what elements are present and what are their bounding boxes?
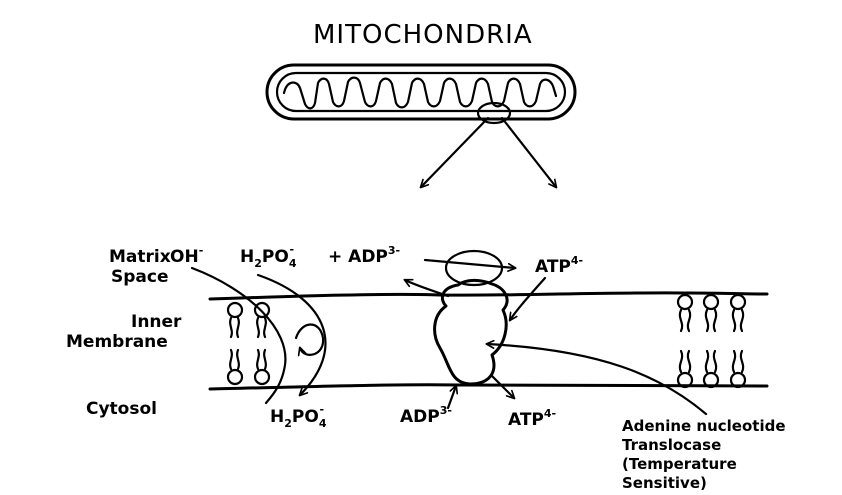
matrix-adp-label: + ADP3- <box>328 244 400 267</box>
lipid-bilayer-right <box>678 295 745 387</box>
inner-membrane-label-line2: Membrane <box>66 332 168 352</box>
atp-import-arrow <box>510 278 545 320</box>
region-labels: Matrix Space Inner Membrane Cytosol <box>66 247 182 419</box>
cytosol-phosphate-label: H2PO4- <box>270 403 327 430</box>
zoom-arrow-right <box>502 118 556 187</box>
diagram-title: MITOCHONDRIA <box>313 20 533 50</box>
matrix-species: OH- H2PO4- + ADP3- ATP4- <box>170 243 583 277</box>
translocase-pointer <box>487 344 706 414</box>
matrix-phosphate-label: H2PO4- <box>240 243 297 270</box>
cytosol-species: H2PO4- ADP3- ATP4- <box>270 403 556 430</box>
matrix-space-label-line2: Space <box>111 267 169 287</box>
translocase-label-line2: Translocase <box>622 436 721 454</box>
matrix-space-label-line1: Matrix <box>109 247 171 267</box>
translocase-annotation: Adenine nucleotide Translocase (Temperat… <box>622 417 786 492</box>
lipid-bilayer-left <box>228 303 269 384</box>
translocase-label-line1: Adenine nucleotide <box>622 417 786 435</box>
atp-cytosol-arrow <box>492 376 514 398</box>
cytosol-atp-label: ATP4- <box>508 407 556 430</box>
translocase-label-line3: (Temperature <box>622 455 737 473</box>
phosphate-exchange-loop <box>296 325 323 355</box>
cytosol-label: Cytosol <box>86 399 157 419</box>
cytosol-adp-label: ADP3- <box>400 404 452 427</box>
translocase-label-line4: Sensitive) <box>622 474 707 492</box>
zoom-arrow-left <box>421 118 488 187</box>
hydroxide-label: OH- <box>170 244 203 267</box>
inner-membrane-label-line1: Inner <box>131 312 182 332</box>
matrix-atp-label: ATP4- <box>535 254 583 277</box>
mitochondrion-outline <box>267 65 575 119</box>
